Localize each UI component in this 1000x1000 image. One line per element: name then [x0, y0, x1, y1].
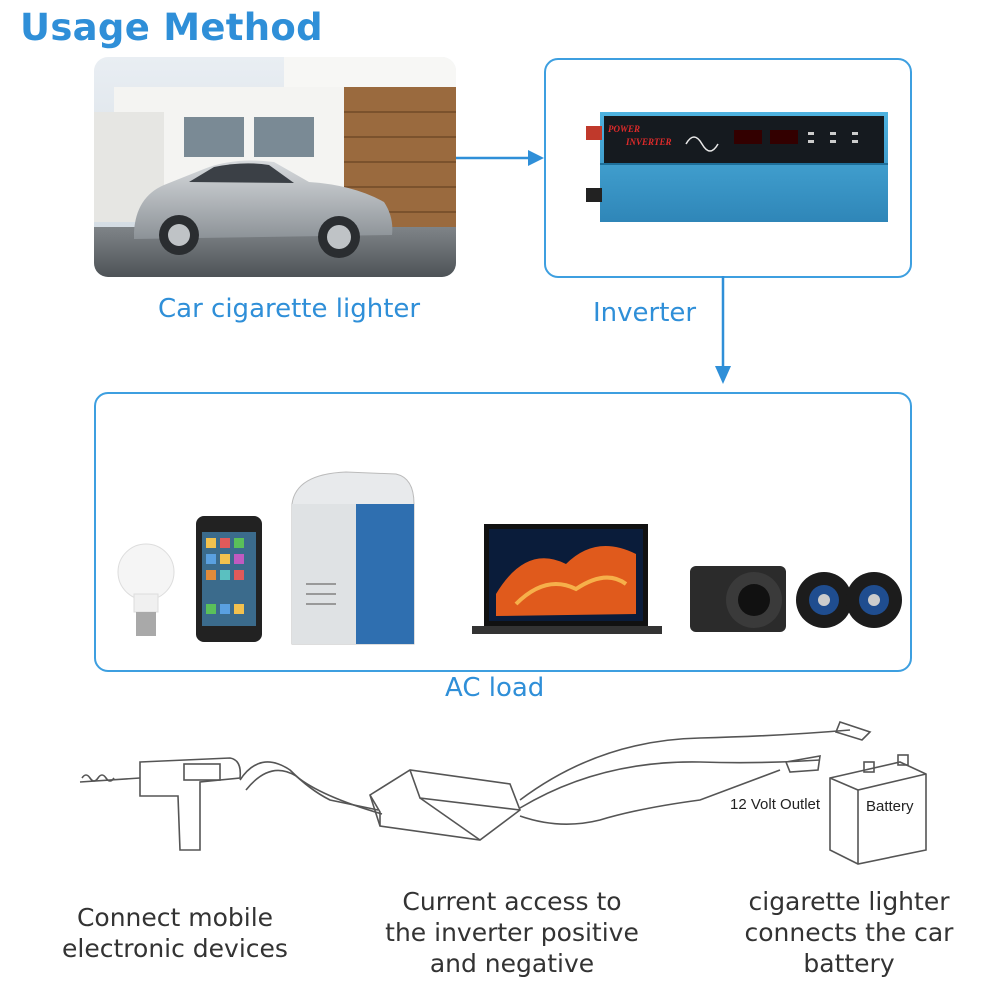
- inverter-brand-line2: INVERTER: [626, 137, 672, 147]
- caption-current-access-line3: and negative: [429, 949, 595, 978]
- caption-cigarette-lighter-line2: connects the car: [744, 918, 954, 947]
- inverter-brand-line1: POWER: [608, 124, 641, 134]
- caption-current-access: Current access to the inverter positive …: [372, 886, 652, 979]
- speaker-icon: [796, 572, 902, 628]
- arrow-down-icon: [715, 276, 731, 384]
- caption-cigarette-lighter-line1: cigarette lighter: [748, 887, 950, 916]
- wiring-sketch: [79, 721, 927, 865]
- battery-icon: [829, 754, 927, 865]
- smartphone-icon: [196, 516, 262, 642]
- small-inverter-icon: [369, 769, 521, 841]
- battery-label: Battery: [866, 798, 914, 815]
- mini-fridge-icon: [291, 471, 415, 645]
- ac-load-caption: AC load: [445, 673, 545, 703]
- inverter-frame: POWER INVERTER: [544, 58, 912, 278]
- laptop-icon: [472, 524, 662, 634]
- page-title: Usage Method: [20, 6, 323, 49]
- caption-connect-devices-line1: Connect mobile: [76, 903, 274, 932]
- car-photo: [94, 57, 456, 277]
- outlet-label: 12 Volt Outlet: [730, 796, 821, 813]
- caption-connect-devices: Connect mobile electronic devices: [50, 902, 300, 964]
- drill-icon: [79, 757, 242, 851]
- camera-icon: [690, 566, 786, 632]
- ac-load-frame: [94, 392, 912, 672]
- caption-current-access-line1: Current access to: [402, 887, 622, 916]
- arrow-right-icon: [456, 150, 544, 166]
- inverter-caption: Inverter: [593, 298, 697, 328]
- caption-current-access-line2: the inverter positive: [385, 918, 639, 947]
- caption-connect-devices-line2: electronic devices: [62, 934, 288, 963]
- caption-cigarette-lighter-line3: battery: [803, 949, 895, 978]
- caption-cigarette-lighter: cigarette lighter connects the car batte…: [724, 886, 974, 979]
- light-bulb-icon: [117, 543, 175, 636]
- inverter-illustration: [586, 112, 888, 222]
- car-caption: Car cigarette lighter: [158, 294, 421, 324]
